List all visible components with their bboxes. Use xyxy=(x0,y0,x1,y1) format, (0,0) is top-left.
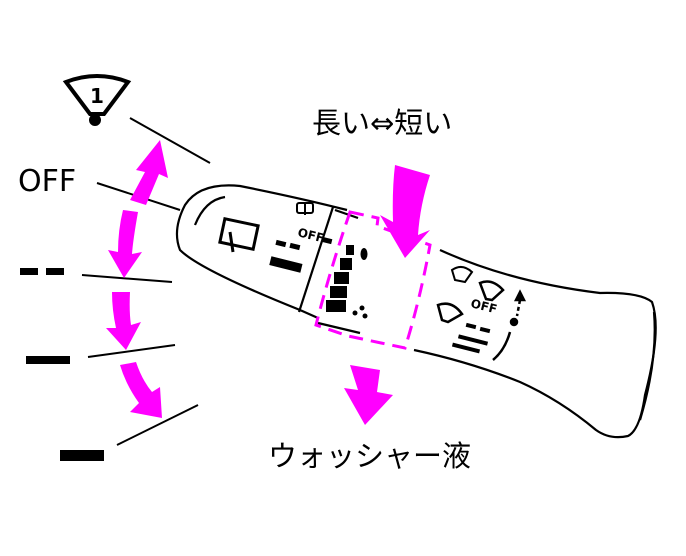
front-wiper-icon xyxy=(436,302,464,324)
low-speed-bar-icon xyxy=(26,356,70,364)
washer-volume-icon xyxy=(326,245,368,319)
rear-wiper-icon xyxy=(218,216,260,253)
length-adjust-label: 長い⇔短い xyxy=(312,106,453,140)
leader-lines xyxy=(81,117,211,446)
rotate-arrow xyxy=(380,165,430,258)
off-position-label: OFF xyxy=(18,164,77,199)
intermittent-dashes-icon xyxy=(20,268,64,275)
arrow-down-1 xyxy=(108,210,142,278)
washer-push-arrow xyxy=(344,365,393,425)
lever-body xyxy=(175,184,657,439)
auto-icon-number: 1 xyxy=(90,84,104,108)
washer-ring-highlight xyxy=(314,210,432,350)
front-speed-icons xyxy=(451,322,491,354)
arrow-up xyxy=(130,140,168,205)
high-speed-bar-icon xyxy=(60,450,104,461)
position-arrows xyxy=(106,140,430,425)
arrow-down-3 xyxy=(120,362,162,418)
washer-fluid-label: ウォッシャー液 xyxy=(268,439,472,473)
rear-speed-icons xyxy=(269,236,333,273)
auto-wiper-icon xyxy=(62,74,132,126)
front-off-label: OFF xyxy=(469,296,498,316)
arrow-down-2 xyxy=(106,292,141,350)
mist-up-arrow-icon xyxy=(492,289,527,361)
front-auto-wiper-icon xyxy=(478,280,505,302)
rear-mist-icon xyxy=(296,202,314,215)
front-mist-icon xyxy=(450,266,474,284)
rear-off-label: OFF xyxy=(296,225,325,245)
